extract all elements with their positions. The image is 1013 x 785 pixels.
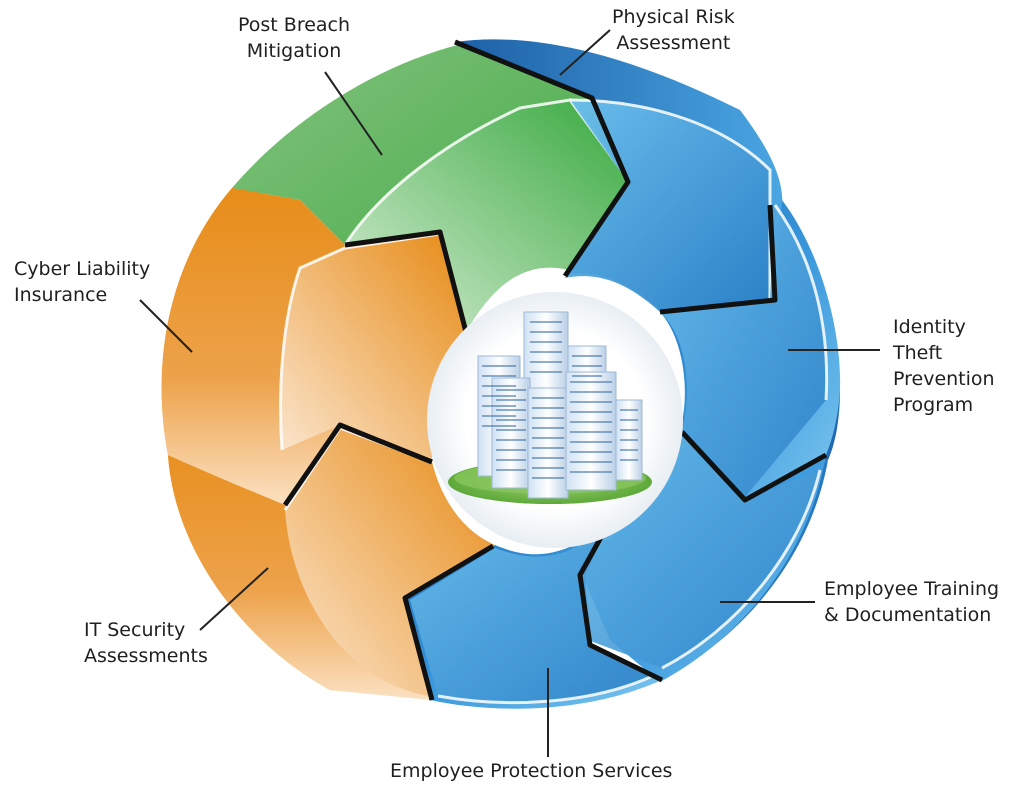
label-employee-protection: Employee Protection Services (390, 758, 672, 784)
leader-lines (139, 29, 880, 757)
label-line: Mitigation (246, 40, 342, 62)
leader-cyber-liability (139, 299, 193, 353)
label-line: Physical Risk (612, 6, 735, 28)
segment-post-breach[interactable] (232, 42, 632, 332)
label-line: Assessments (84, 645, 208, 667)
label-line: Employee Protection Services (390, 760, 673, 782)
label-line: Post Breach (238, 14, 351, 36)
label-line: Cyber Liability (14, 258, 151, 280)
label-line: Assessment (616, 32, 731, 54)
leader-post-breach (324, 71, 383, 156)
label-line: Prevention (893, 368, 995, 390)
label-line: Insurance (14, 284, 108, 306)
segment-identity-theft[interactable] (660, 200, 841, 500)
label-line: Program (893, 394, 974, 416)
segment-employee-protection[interactable] (405, 520, 662, 709)
label-line: IT Security (84, 619, 186, 641)
label-identity-theft: Identity Theft Prevention Program (893, 314, 995, 418)
segment-cyber-liability[interactable] (161, 188, 466, 505)
leader-it-security (199, 567, 269, 631)
label-cyber-liability: Cyber Liability Insurance (14, 256, 150, 308)
label-line: Theft (893, 342, 943, 364)
label-line: Identity (893, 316, 966, 338)
label-physical-risk: Physical Risk Assessment (612, 4, 735, 56)
label-post-breach: Post Breach Mitigation (238, 12, 350, 64)
label-line: Employee Training (824, 578, 1000, 600)
office-buildings-icon (448, 311, 652, 504)
label-employee-training: Employee Training & Documentation (824, 576, 999, 628)
leader-physical-risk (559, 29, 611, 76)
segment-separators (282, 39, 828, 701)
label-line: & Documentation (824, 604, 992, 626)
label-it-security: IT Security Assessments (84, 617, 208, 669)
